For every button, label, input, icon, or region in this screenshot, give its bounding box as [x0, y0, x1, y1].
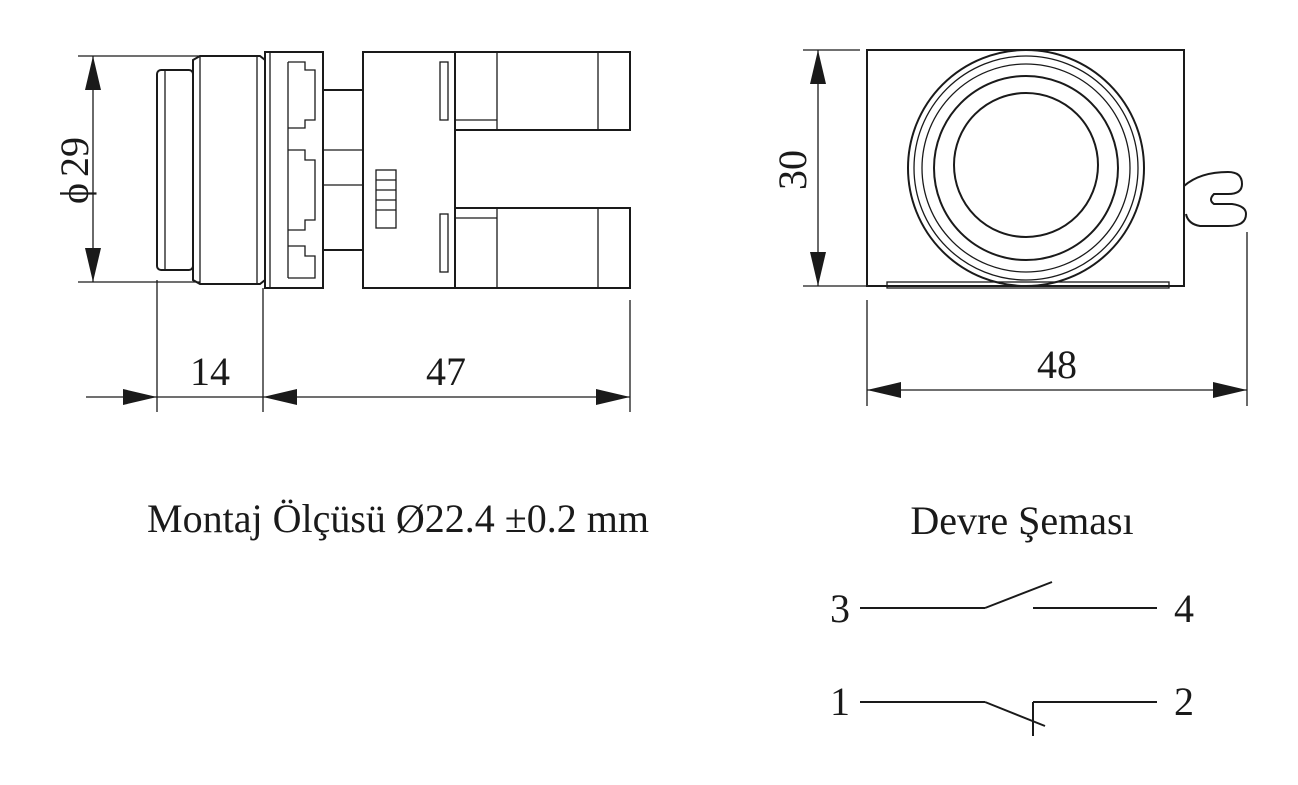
diameter-value: 29: [52, 137, 97, 177]
dim-width-label: 48: [1037, 342, 1077, 387]
mounting-caption: Montaj Ölçüsü Ø22.4 ±0.2 mm: [147, 496, 649, 541]
terminal-3-label: 3: [830, 586, 850, 631]
button-cap: [156, 69, 194, 271]
dim-height-label: 30: [770, 150, 815, 190]
button-face: [953, 92, 1099, 238]
bezel-inner-ring: [933, 75, 1119, 261]
mounting-nut: [264, 51, 324, 289]
nc-contact-switch: [984, 701, 1046, 727]
bezel: [192, 55, 266, 285]
diameter-symbol: ϕ: [52, 183, 97, 204]
terminal-top: [454, 51, 631, 131]
shaft: [322, 89, 364, 251]
front-view: 30 48: [770, 49, 1248, 406]
terminal-tab: [1183, 170, 1248, 227]
side-view: ϕ 29 14 47: [52, 51, 631, 412]
terminal-2-label: 2: [1174, 679, 1194, 724]
circuit-diagram: 3 4 1 2: [830, 581, 1194, 736]
dim-body-label: 47: [426, 349, 466, 394]
circuit-title: Devre Şeması: [910, 498, 1133, 543]
no-contact-switch: [984, 581, 1053, 609]
latch: [375, 169, 397, 229]
dim-head-label: 14: [190, 349, 230, 394]
front-base-rail: [886, 281, 1170, 289]
contact-block: [362, 51, 456, 289]
bezel-outer-ring: [907, 49, 1145, 287]
terminal-bottom: [454, 207, 631, 289]
terminal-1-label: 1: [830, 679, 850, 724]
terminal-4-label: 4: [1174, 586, 1194, 631]
diameter-label: ϕ 29: [52, 137, 97, 204]
